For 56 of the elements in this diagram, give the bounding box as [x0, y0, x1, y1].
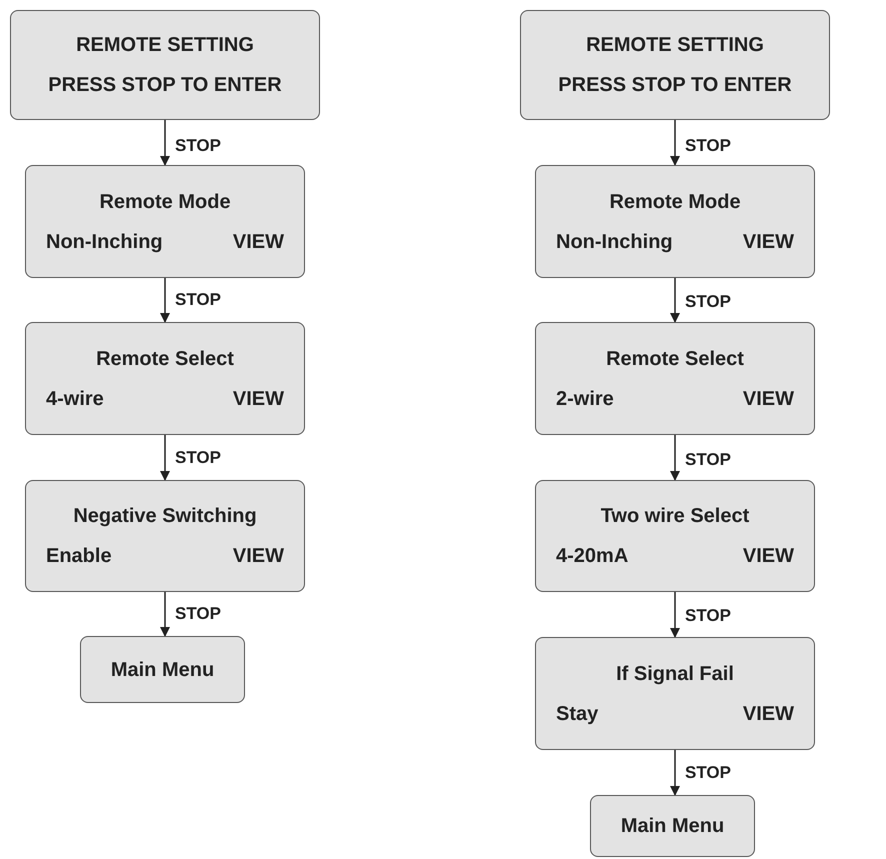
- screen-box: [25, 165, 305, 278]
- screen-text: VIEW: [742, 386, 794, 410]
- setting-value: 4-20mA: [556, 544, 628, 568]
- edge-label: STOP: [175, 448, 221, 467]
- setting-value: 4-wire: [46, 386, 104, 410]
- screen-box: [535, 637, 815, 750]
- setting-value: 2-wire: [556, 386, 614, 410]
- screen-heading: Main Menu: [110, 658, 214, 680]
- screen-box: [25, 480, 305, 592]
- arrow: [670, 278, 680, 323]
- edge-label: STOP: [175, 290, 221, 309]
- screen-text: VIEW: [742, 702, 794, 726]
- edge-label: STOP: [175, 136, 221, 155]
- setting-value: Non-Inching: [46, 230, 163, 254]
- edge-label: STOP: [685, 606, 731, 625]
- screen-text: VIEW: [232, 230, 284, 254]
- edge-label: STOP: [175, 604, 221, 623]
- screen-box: [10, 10, 320, 120]
- screen-box: [535, 322, 815, 435]
- screen-heading: REMOTE SETTING: [586, 34, 764, 56]
- screen-box: [535, 165, 815, 278]
- arrow: [670, 592, 680, 638]
- screen-heading: If Signal Fail: [616, 662, 734, 684]
- screen-box: [590, 795, 755, 857]
- screen-heading: Remote Select: [96, 348, 234, 370]
- arrow: [670, 750, 680, 796]
- edge-label: STOP: [685, 450, 731, 469]
- screen-heading: Remote Mode: [609, 190, 741, 212]
- arrow: [160, 592, 170, 637]
- screen-box: [25, 322, 305, 435]
- arrow: [160, 120, 170, 166]
- screen-heading: Remote Mode: [99, 190, 231, 212]
- setting-value: Non-Inching: [556, 230, 673, 254]
- arrow: [670, 435, 680, 481]
- screen-text: VIEW: [232, 386, 284, 410]
- screen-text: VIEW: [742, 544, 794, 568]
- setting-value: Enable: [46, 544, 112, 568]
- screen-text: VIEW: [232, 544, 284, 568]
- screen-text: PRESS STOP TO ENTER: [48, 74, 282, 96]
- screen-heading: Two wire Select: [600, 505, 750, 527]
- arrow: [160, 435, 170, 481]
- screen-heading: Main Menu: [620, 815, 724, 837]
- screen-text: PRESS STOP TO ENTER: [558, 74, 792, 96]
- screen-text: VIEW: [742, 230, 794, 254]
- screen-box: [535, 480, 815, 592]
- screen-box: [520, 10, 830, 120]
- arrow: [160, 278, 170, 323]
- screen-heading: Remote Select: [606, 348, 744, 370]
- setting-value: Stay: [556, 702, 598, 726]
- edge-label: STOP: [685, 292, 731, 311]
- screen-box: [80, 636, 245, 703]
- edge-label: STOP: [685, 136, 731, 155]
- edge-label: STOP: [685, 763, 731, 782]
- arrow: [670, 120, 680, 166]
- screen-heading: Negative Switching: [73, 505, 257, 527]
- screen-heading: REMOTE SETTING: [76, 34, 254, 56]
